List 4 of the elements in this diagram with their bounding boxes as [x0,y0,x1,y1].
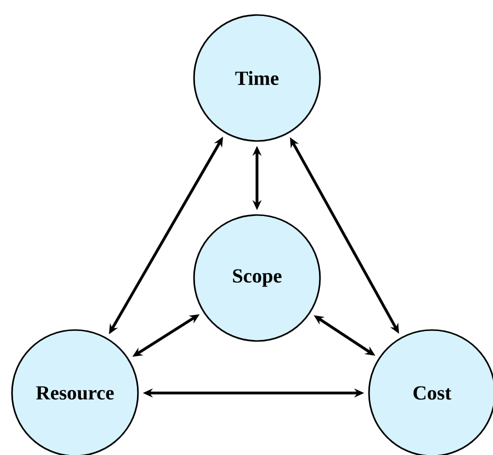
circle-node: Scope [193,214,321,342]
circle-node: Resource [11,329,139,455]
circle-node: Time [193,14,321,142]
circle-node: Cost [368,329,493,455]
